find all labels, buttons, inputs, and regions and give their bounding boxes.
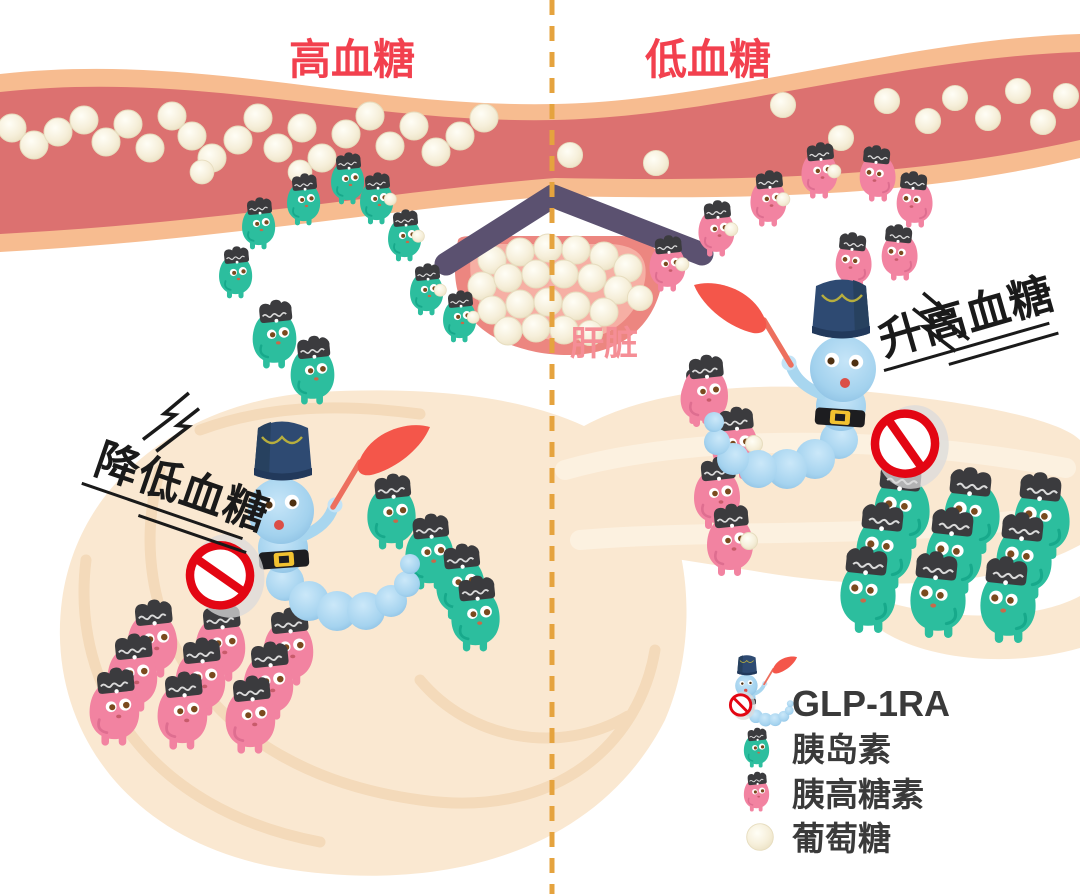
legend-item-glucose: 葡萄糖: [746, 820, 891, 857]
svg-text:葡萄糖: 葡萄糖: [792, 820, 891, 857]
svg-text:胰岛素: 胰岛素: [792, 731, 891, 768]
glucose-ball-icon: [746, 823, 774, 851]
title-high-blood-sugar: 高血糖: [289, 36, 415, 83]
blood-vessel: [0, 34, 1080, 252]
liver: [434, 184, 714, 356]
liver-label: 肝脏: [570, 325, 638, 363]
legend-item-glucagon: 胰高糖素: [744, 771, 924, 813]
svg-text:GLP-1RA: GLP-1RA: [792, 683, 950, 724]
title-low-blood-sugar: 低血糖: [645, 36, 771, 83]
svg-text:胰高糖素: 胰高糖素: [792, 776, 924, 813]
legend-item-insulin: 胰岛素: [744, 727, 891, 768]
legend-item-glp1ra: GLP-1RA: [728, 653, 950, 729]
legend: GLP-1RA 胰岛素 胰高糖素 葡萄糖: [728, 653, 950, 857]
